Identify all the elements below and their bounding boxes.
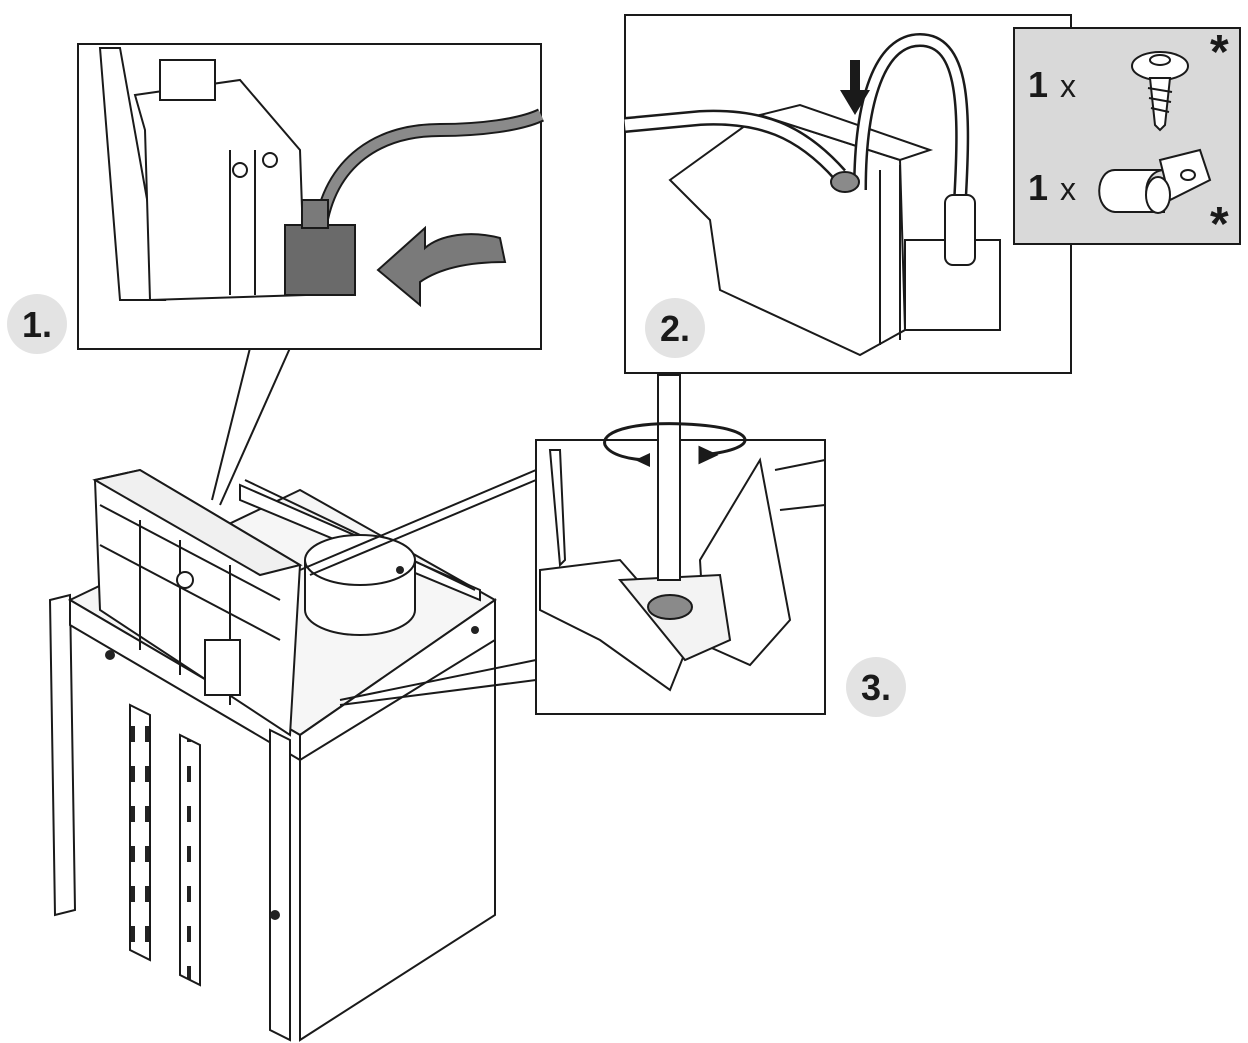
rotate-clockwise-icon: [603, 422, 747, 467]
step-1-label: 1.: [22, 304, 52, 345]
appliance-frame: [48, 468, 497, 1042]
step-3-badge: 3.: [846, 657, 906, 717]
callout-leaders: [211, 347, 537, 706]
screwdriver: [657, 374, 681, 581]
down-arrow-icon: [840, 60, 870, 115]
screw-quantity: 1: [1028, 64, 1048, 105]
clip-quantity: 1: [1028, 167, 1048, 208]
clip-asterisk: *: [1210, 198, 1229, 251]
screw-icon: [1131, 51, 1189, 132]
step-2-badge: 2.: [645, 298, 705, 358]
step-2-label: 2.: [660, 308, 690, 349]
screw-asterisk: *: [1210, 26, 1229, 79]
parts-row-screw: 1 x *: [1028, 26, 1229, 132]
clip-multiplier: x: [1060, 171, 1076, 207]
detail-inset-1: [77, 43, 545, 350]
parts-row-clip: 1 x *: [1028, 148, 1229, 251]
screw-multiplier: x: [1060, 68, 1076, 104]
cable-clip: [830, 171, 860, 193]
step-3-label: 3.: [861, 667, 891, 708]
screw-head: [647, 594, 693, 620]
insert-arrow-icon: [376, 225, 507, 308]
detail-inset-3: [535, 374, 826, 715]
parts-inset: 1 x * 1 x *: [1013, 26, 1241, 251]
connector-plug: [284, 224, 356, 296]
step-1-badge: 1.: [7, 294, 67, 354]
cable-clip-icon: [1098, 148, 1212, 214]
